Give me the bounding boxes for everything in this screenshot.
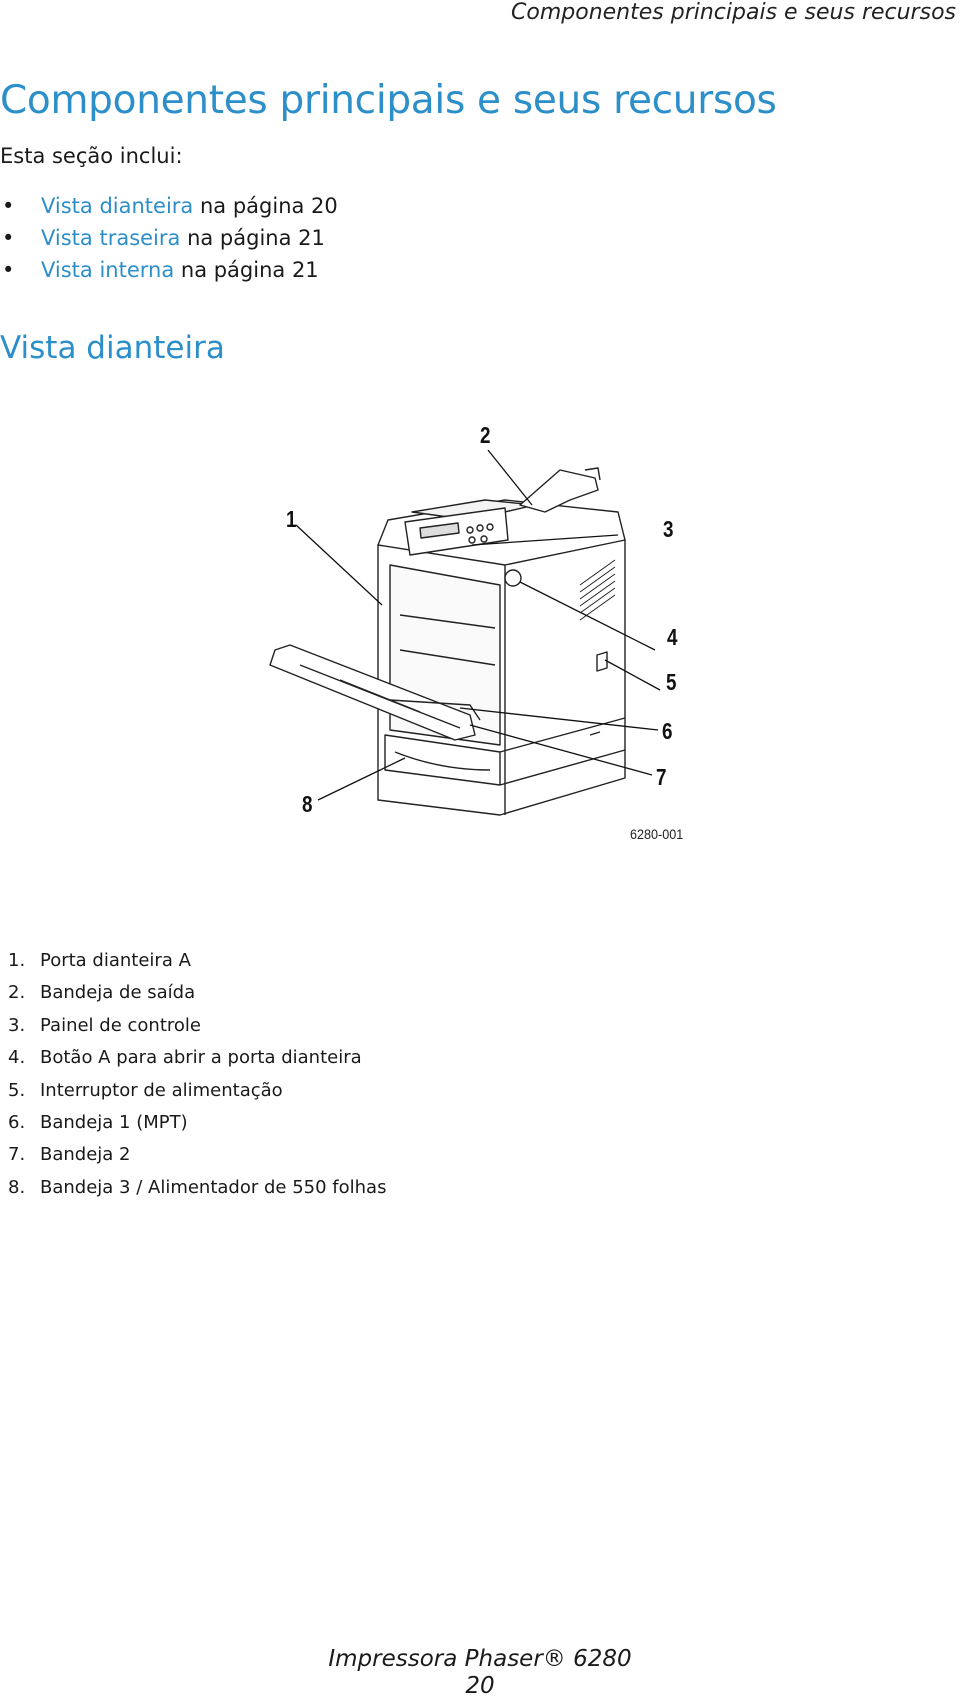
legend-item: 7. Bandeja 2 (8, 1144, 386, 1176)
legend-item: 6. Bandeja 1 (MPT) (8, 1112, 386, 1144)
legend-text: Bandeja 3 / Alimentador de 550 folhas (40, 1176, 387, 1198)
legend-number: 6. (8, 1111, 26, 1133)
figure-code: 6280-001 (630, 826, 684, 842)
toc-item: • Vista dianteira na página 20 (0, 194, 338, 226)
component-legend: 1. Porta dianteira A 2. Bandeja de saída 3… (8, 950, 386, 1209)
legend-number: 1. (8, 950, 26, 971)
subsection-title: Vista dianteira (0, 330, 225, 366)
legend-number: 5. (8, 1079, 26, 1101)
legend-item: 8. Bandeja 3 / Alimentador de 550 folhas (8, 1177, 386, 1209)
toc-page-ref: na página 21 (174, 258, 319, 282)
legend-number: 8. (8, 1176, 26, 1198)
legend-item: 2. Bandeja de saída (8, 982, 386, 1014)
toc-item: • Vista traseira na página 21 (0, 226, 338, 258)
toc-link-internal-view[interactable]: Vista interna (41, 258, 175, 282)
legend-text: Bandeja 2 (40, 1144, 131, 1166)
printer-illustration (269, 449, 661, 816)
page-number: 20 (465, 1673, 495, 1699)
bullet-icon: • (2, 226, 15, 250)
legend-item: 5. Interruptor de alimentação (8, 1080, 386, 1112)
callout-8: 8 (302, 791, 313, 817)
legend-text: Porta dianteira A (40, 950, 191, 971)
callout-6: 6 (662, 718, 673, 744)
callout-7: 7 (656, 764, 667, 790)
toc-link-rear-view[interactable]: Vista traseira (41, 226, 181, 250)
toc-page-ref: na página 21 (180, 226, 325, 250)
legend-number: 7. (8, 1144, 26, 1166)
legend-number: 2. (8, 982, 26, 1004)
footer-product: Impressora Phaser® 6280 (328, 1646, 632, 1672)
page-title: Componentes principais e seus recursos (0, 78, 777, 123)
toc-item: • Vista interna na página 21 (0, 258, 338, 290)
section-toc: • Vista dianteira na página 20 • Vista tra… (0, 194, 338, 290)
bullet-icon: • (2, 194, 15, 218)
running-header: Componentes principais e seus recursos (511, 0, 956, 25)
legend-text: Bandeja 1 (MPT) (40, 1111, 188, 1133)
legend-text: Painel de controle (40, 1014, 201, 1036)
callout-3: 3 (663, 516, 674, 542)
callout-1: 1 (286, 506, 297, 532)
toc-link-front-view[interactable]: Vista dianteira (41, 194, 194, 218)
legend-number: 3. (8, 1014, 26, 1036)
legend-text: Botão A para abrir a porta dianteira (40, 1047, 362, 1069)
callout-2: 2 (480, 422, 491, 448)
legend-text: Bandeja de saída (40, 982, 196, 1004)
intro-text: Esta seção inclui: (0, 144, 183, 168)
legend-item: 1. Porta dianteira A (8, 950, 386, 982)
toc-page-ref: na página 20 (193, 194, 338, 218)
legend-item: 4. Botão A para abrir a porta dianteira (8, 1047, 386, 1079)
legend-text: Interruptor de alimentação (40, 1079, 283, 1101)
callout-4: 4 (667, 624, 678, 650)
callout-5: 5 (666, 669, 677, 695)
legend-item: 3. Painel de controle (8, 1015, 386, 1047)
bullet-icon: • (2, 258, 15, 282)
legend-number: 4. (8, 1047, 26, 1069)
